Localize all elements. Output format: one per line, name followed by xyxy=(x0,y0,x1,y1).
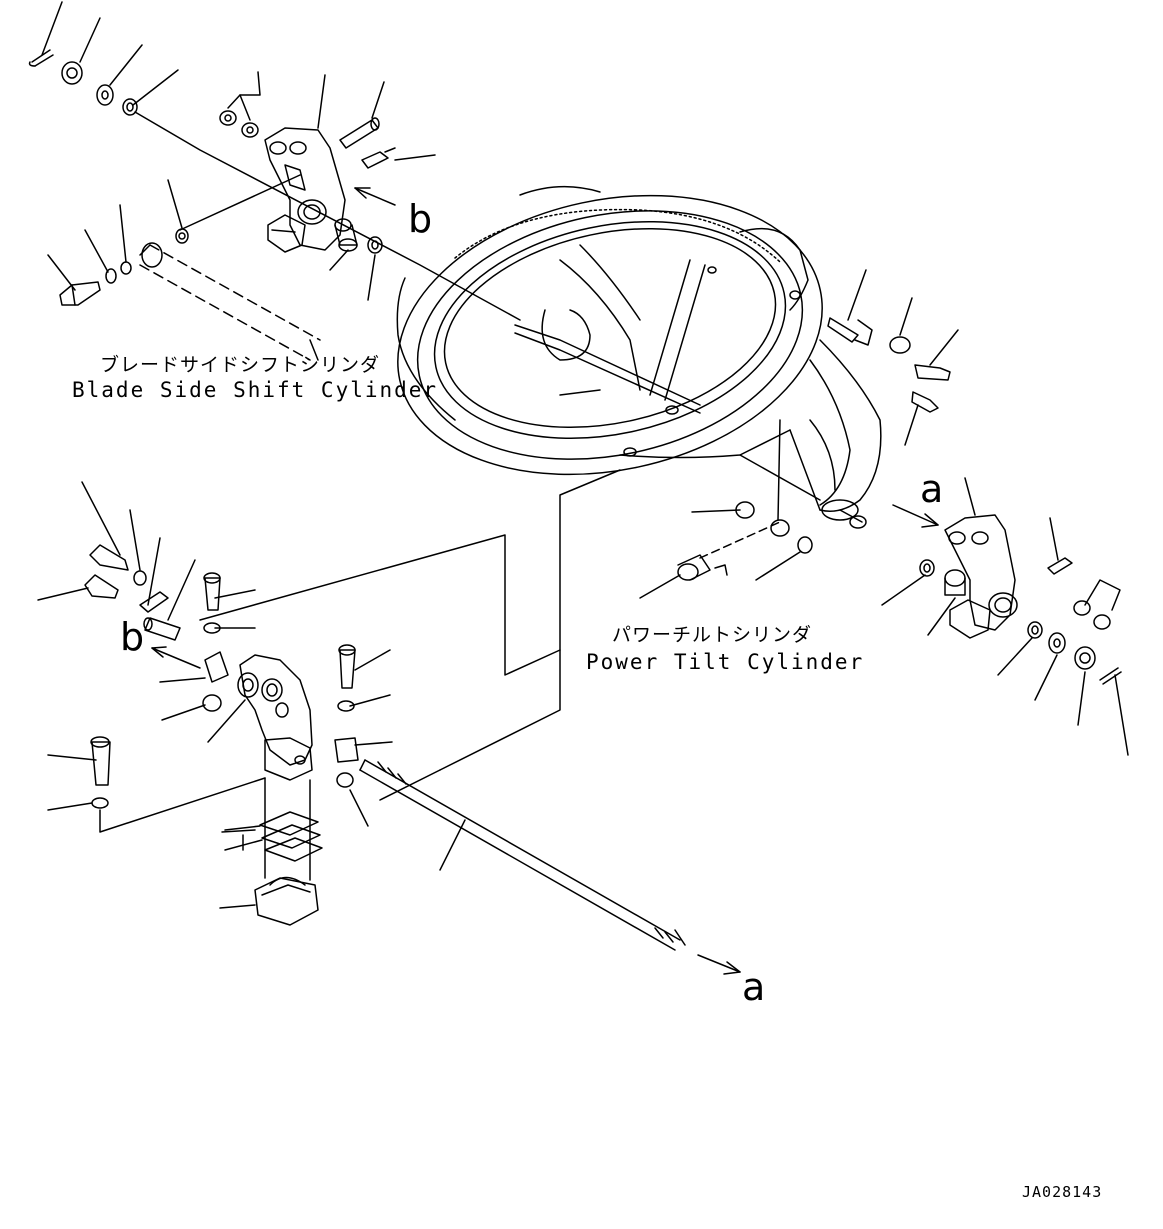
top-left-fasteners xyxy=(28,49,138,306)
power-tilt-label-jp: パワーチルトシリンダ xyxy=(612,624,813,646)
power-tilt-label-en: Power Tilt Cylinder xyxy=(586,650,865,674)
reference-letter-a-top: a xyxy=(920,467,944,511)
blade-side-shift-cylinder xyxy=(134,111,521,361)
lower-left-bracket xyxy=(224,654,323,926)
reference-letter-b-left: b xyxy=(120,615,145,659)
circle-frame xyxy=(396,185,882,529)
reference-letter-a-bottom: a xyxy=(742,965,766,1009)
leader-lines xyxy=(37,1,1129,909)
reference-letter-b-top: b xyxy=(408,197,433,241)
blade-side-shift-label-en: Blade Side Shift Cylinder xyxy=(72,378,439,402)
power-tilt-cylinder-rod xyxy=(199,419,813,951)
drawing-code: JA028143 xyxy=(1022,1183,1103,1201)
top-left-bracket xyxy=(175,110,396,254)
right-bracket xyxy=(827,317,1122,685)
reference-arrows xyxy=(151,187,939,975)
blade-side-shift-label-jp: ブレードサイドシフトシリンダ xyxy=(100,354,381,376)
lower-left-fasteners xyxy=(84,544,359,833)
